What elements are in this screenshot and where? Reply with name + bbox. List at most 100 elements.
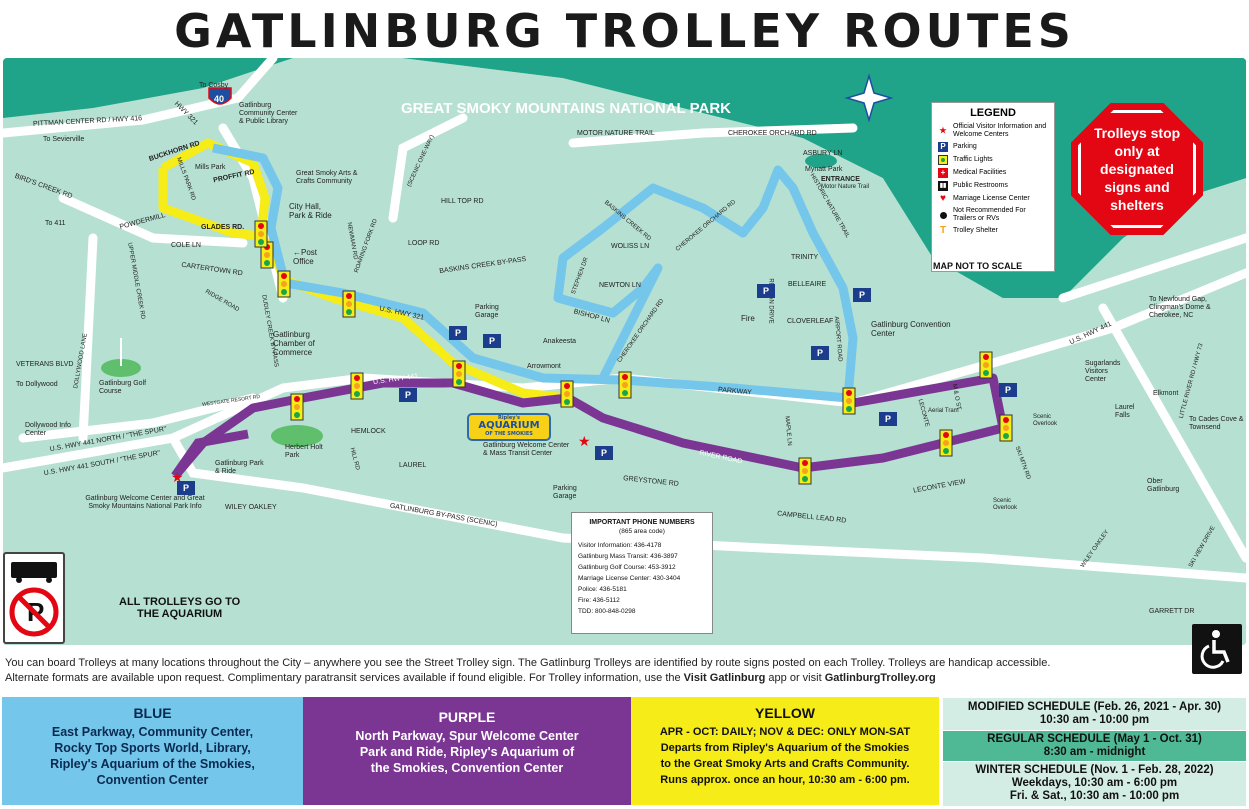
- label-welcome-center: Gatlinburg Welcome Center and Great Smok…: [85, 495, 205, 510]
- heart-icon: ♥: [940, 193, 946, 204]
- website-link[interactable]: GatlinburgTrolley.org: [824, 672, 936, 684]
- phone-title: IMPORTANT PHONE NUMBERS: [589, 519, 695, 526]
- stop-11: [939, 429, 953, 457]
- phone-line: Gatlinburg Golf Course: 453-3912: [578, 564, 676, 571]
- label-sugarlands: Sugarlands Visitors Center: [1085, 360, 1121, 383]
- label-herbert-holt: Herbert Holt Park: [285, 444, 323, 459]
- yellow-loop: [160, 137, 270, 237]
- legend-item: +Medical Facilities: [938, 168, 1048, 178]
- stop-2: [350, 372, 364, 400]
- label-parking-garage-top: Parking Garage: [475, 304, 499, 319]
- parking-icon: P: [999, 383, 1017, 397]
- parking-icon: P: [853, 288, 871, 302]
- parking-icon: P: [177, 481, 195, 495]
- label-mills-park-place: Mills Park: [195, 164, 226, 171]
- info-line-1: You can board Trolleys at many locations…: [5, 657, 1051, 669]
- legend-item: ▮▮Public Restrooms: [938, 181, 1008, 191]
- schedule-modified: MODIFIED SCHEDULE (Feb. 26, 2021 - Apr. …: [943, 698, 1246, 730]
- parking-icon: P: [449, 326, 467, 340]
- label-motor-nature: MOTOR NATURE TRAIL: [577, 130, 655, 137]
- purple-north: [171, 429, 249, 479]
- label-asbury: ASBURY LN: [803, 150, 843, 157]
- label-elkmont: Elkmont: [1153, 390, 1179, 397]
- parking-icon: P: [938, 142, 948, 152]
- label-city-hall: City Hall, Park & Ride: [289, 202, 332, 220]
- legend-item: ♥Marriage License Center: [938, 194, 1048, 204]
- stop-12: [999, 414, 1013, 442]
- handicap-accessible-icon: [1192, 624, 1242, 674]
- phone-line: Police: 436-5181: [578, 586, 627, 593]
- label-to-cosby: To Cosby: [199, 82, 229, 89]
- map-note: MAP NOT TO SCALE: [933, 261, 1023, 271]
- label-veterans: VETERANS BLVD: [16, 361, 74, 368]
- label-laurel-falls: Laurel Falls: [1115, 404, 1135, 419]
- restroom-icon: ▮▮: [938, 181, 948, 191]
- stop-1a: [342, 290, 356, 318]
- label-convention: Gatlinburg Convention Center: [871, 320, 951, 338]
- label-aerial-tram: Aerial Tram: [928, 408, 959, 414]
- schedule-winter: WINTER SCHEDULE (Nov. 1 - Feb. 28, 2022)…: [943, 762, 1246, 806]
- stop-9: [798, 457, 812, 485]
- legend-item: Not Recommended For Trailers or RVs: [938, 207, 1048, 223]
- trolley-shelter-icon: T: [939, 225, 947, 236]
- phone-line: Marriage License Center: 430-3404: [578, 575, 681, 582]
- stop-8: [842, 387, 856, 415]
- stop-sign: Trolleys stop only at designated signs a…: [1071, 103, 1203, 235]
- traffic-light-icon: [938, 155, 948, 165]
- star-icon: ★: [939, 126, 947, 135]
- park-title: GREAT SMOKY MOUNTAINS NATIONAL PARK: [401, 100, 731, 117]
- label-scenic-overlook-2: Scenic Overlook: [993, 498, 1018, 511]
- mynatt-park-shape: [805, 154, 837, 168]
- purple-route: [171, 373, 1008, 479]
- label-wiley-oakley-left: WILEY OAKLEY: [225, 504, 277, 511]
- label-park-ride: Gatlinburg Park & Ride: [215, 460, 264, 475]
- label-anakeesta: Anakeesta: [543, 338, 577, 345]
- interstate-shield-icon: [208, 87, 232, 105]
- label-hemlock: HEMLOCK: [351, 428, 386, 435]
- label-cloverleaf: CLOVERLEAF: [787, 318, 834, 325]
- label-scenic-overlook-1: Scenic Overlook: [1033, 414, 1058, 427]
- label-arts-crafts: Great Smoky Arts & Crafts Community: [296, 170, 358, 185]
- label-newton: NEWTON LN: [599, 282, 641, 289]
- stop-5: [560, 380, 574, 408]
- parking-icon: P: [811, 346, 829, 360]
- legend-item: Traffic Lights: [938, 155, 1048, 165]
- label-cades-cove: To Cades Cove & Townsend: [1189, 416, 1244, 431]
- land-area: [3, 58, 1246, 645]
- info-line-2: Alternate formats are available upon req…: [5, 672, 936, 684]
- aquarium-logo: Ripley's AQUARIUM OF THE SMOKIES: [467, 413, 551, 441]
- route-blue: BLUE East Parkway, Community Center, Roc…: [2, 697, 303, 805]
- traffic-lights: [254, 220, 1013, 485]
- trolley-map: ★ ★ 40 GREAT SMOKY MOUNTAINS NATIONAL PA…: [3, 58, 1246, 645]
- phone-line: TDD: 800-848-0298: [578, 608, 636, 615]
- schedule-regular: REGULAR SCHEDULE (May 1 - Oct. 31) 8:30 …: [943, 731, 1246, 761]
- interstate-number: 40: [214, 94, 224, 104]
- phone-subtitle: (865 area code): [619, 528, 665, 535]
- legend-item: ★Official Visitor Information and Welcom…: [939, 123, 1047, 138]
- phone-line: Gatlinburg Mass Transit: 436-3897: [578, 553, 678, 560]
- legend-title: LEGEND: [970, 107, 1016, 119]
- legend: LEGEND ★Official Visitor Information and…: [931, 102, 1055, 272]
- all-trolleys-note: ALL TROLLEYS GO TO THE AQUARIUM: [119, 596, 241, 620]
- label-entrance-sub: Motor Nature Trail: [821, 184, 870, 190]
- black-dot-icon: [938, 210, 948, 220]
- parking-icon: P: [595, 446, 613, 460]
- medical-cross-icon: +: [938, 168, 948, 178]
- stop-6: [618, 371, 632, 399]
- stop-2a: [277, 270, 291, 298]
- label-glades: GLADES RD.: [201, 224, 245, 231]
- label-parking-garage-low: Parking Garage: [553, 485, 577, 500]
- label-hill-top: HILL TOP RD: [441, 198, 484, 205]
- label-arrowmont: Arrowmont: [527, 363, 561, 370]
- no-parking-bus-sign: P: [3, 552, 65, 644]
- parking-icon: P: [757, 284, 775, 298]
- label-newfound: To Newfound Gap, Clingman's Dome & Chero…: [1149, 296, 1211, 319]
- blue-route: [212, 143, 858, 403]
- holt-park-shape: [271, 425, 323, 447]
- label-loop: LOOP RD: [408, 240, 440, 247]
- phone-box: IMPORTANT PHONE NUMBERS (865 area code) …: [571, 512, 713, 634]
- label-garrett: GARRETT DR: [1149, 608, 1195, 615]
- stop-1: [290, 393, 304, 421]
- golf-course-shape: [101, 359, 141, 377]
